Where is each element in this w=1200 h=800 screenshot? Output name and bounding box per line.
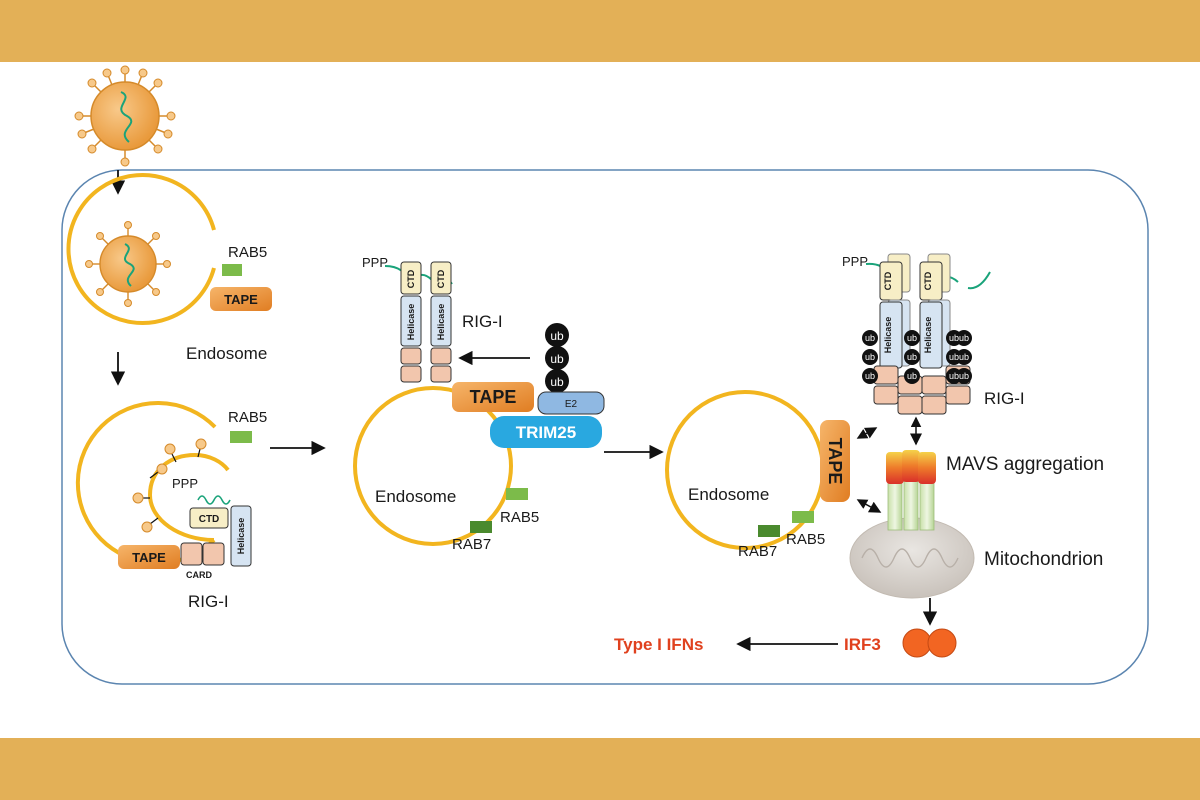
ppp-d-label: PPP <box>842 254 868 269</box>
ctd-d-label-1: CTD <box>883 271 893 290</box>
ub-d-6: ub <box>907 371 917 381</box>
mito-label: Mitochondrion <box>984 549 1103 570</box>
ctd-b-label: CTD <box>199 514 220 525</box>
ctd-c-label-1: CTD <box>406 269 416 288</box>
endosome-b <box>75 401 230 565</box>
ub-c-2: ub <box>550 352 564 366</box>
ctd-d-label-2: CTD <box>923 271 933 290</box>
rab5-d-label: RAB5 <box>786 531 825 548</box>
rab5-a-label: RAB5 <box>228 244 267 261</box>
ub-d-9: ub <box>949 371 959 381</box>
endosome-c <box>353 386 513 546</box>
tape-b <box>118 545 180 569</box>
helicase-d-label-2: Helicase <box>923 317 933 354</box>
rab7-d-label: RAB7 <box>738 543 777 560</box>
e2-c <box>537 391 605 415</box>
rab5-b-marker <box>230 431 252 443</box>
ubiquitin-chains-d <box>862 330 972 384</box>
endosome-a-label: Endosome <box>186 344 267 363</box>
irf3-label: IRF3 <box>844 635 881 654</box>
ppp-b-label: PPP <box>172 476 198 491</box>
card-b-1 <box>180 542 203 566</box>
rna-b <box>197 495 231 505</box>
card-b-2 <box>202 542 225 566</box>
card-b-label: CARD <box>186 570 212 580</box>
rab5-c-label: RAB5 <box>500 509 539 526</box>
ub-d-2: ub <box>865 352 875 362</box>
ub-c-1: ub <box>550 329 564 343</box>
cell-boundary <box>61 169 1149 685</box>
ctd-b <box>189 507 229 529</box>
ub-c-3: ub <box>550 375 564 389</box>
helicase-d-label-1: Helicase <box>883 317 893 354</box>
top-band <box>0 0 1200 62</box>
helicase-b <box>230 505 252 567</box>
rigi-c-right <box>430 261 452 383</box>
trim25-c-label: TRIM25 <box>516 423 576 442</box>
ctd-c-label-2: CTD <box>436 269 446 288</box>
bottom-band <box>0 738 1200 800</box>
endosome-d <box>665 390 825 550</box>
rigi-d-dimer-right <box>919 253 971 415</box>
ub-d-11: ub <box>959 352 969 362</box>
tape-a-label: TAPE <box>224 292 258 307</box>
rab5-a-marker <box>222 264 242 276</box>
ub-d-3: ub <box>865 371 875 381</box>
arrow-tape-mavs <box>856 499 882 513</box>
ppp-c-label: PPP <box>362 255 388 270</box>
rigi-c-left <box>400 261 422 383</box>
rab5-d-marker <box>792 511 814 523</box>
tape-d-label: TAPE <box>825 438 845 485</box>
e2-c-label: E2 <box>565 399 578 410</box>
helicase-b-label: Helicase <box>236 518 246 555</box>
trim25-c <box>490 416 602 448</box>
tape-c-label: TAPE <box>470 387 517 407</box>
ub-d-5: ub <box>907 352 917 362</box>
ub-d-12: ub <box>959 371 969 381</box>
ub-d-8: ub <box>949 352 959 362</box>
tape-a <box>210 287 272 311</box>
ubiquitin-chain-c <box>545 323 569 393</box>
rab5-c-marker <box>506 488 528 500</box>
rigi-c-label: RIG-I <box>462 312 503 331</box>
rigi-d-label: RIG-I <box>984 389 1025 408</box>
mavs-label: MAVS aggregation <box>946 454 1104 475</box>
endosome-d-label: Endosome <box>688 485 769 504</box>
tape-b-label: TAPE <box>132 550 166 565</box>
mito-cristae <box>861 548 959 568</box>
virus-particle <box>74 65 176 167</box>
rigi-b-label: RIG-I <box>188 592 229 611</box>
ub-d-7: ub <box>949 333 959 343</box>
irf3-dimer <box>902 628 957 658</box>
helicase-c-label-1: Helicase <box>406 304 416 341</box>
endosome-c-label: Endosome <box>375 487 456 506</box>
ub-d-10: ub <box>959 333 969 343</box>
ub-d-1: ub <box>865 333 875 343</box>
virus-in-endosome <box>85 221 171 307</box>
mavs-aggregate <box>886 450 936 531</box>
ub-d-4: ub <box>907 333 917 343</box>
rab7-c-marker <box>470 521 492 533</box>
arrow-tape-rigi <box>856 427 878 439</box>
ifn-label: Type I IFNs <box>614 635 703 654</box>
rab7-c-label: RAB7 <box>452 536 491 553</box>
helicase-c-label-2: Helicase <box>436 304 446 341</box>
tape-c <box>452 382 534 412</box>
endosome-a <box>66 173 216 325</box>
tape-d <box>820 420 850 502</box>
rab7-d-marker <box>758 525 780 537</box>
rab5-b-label: RAB5 <box>228 409 267 426</box>
